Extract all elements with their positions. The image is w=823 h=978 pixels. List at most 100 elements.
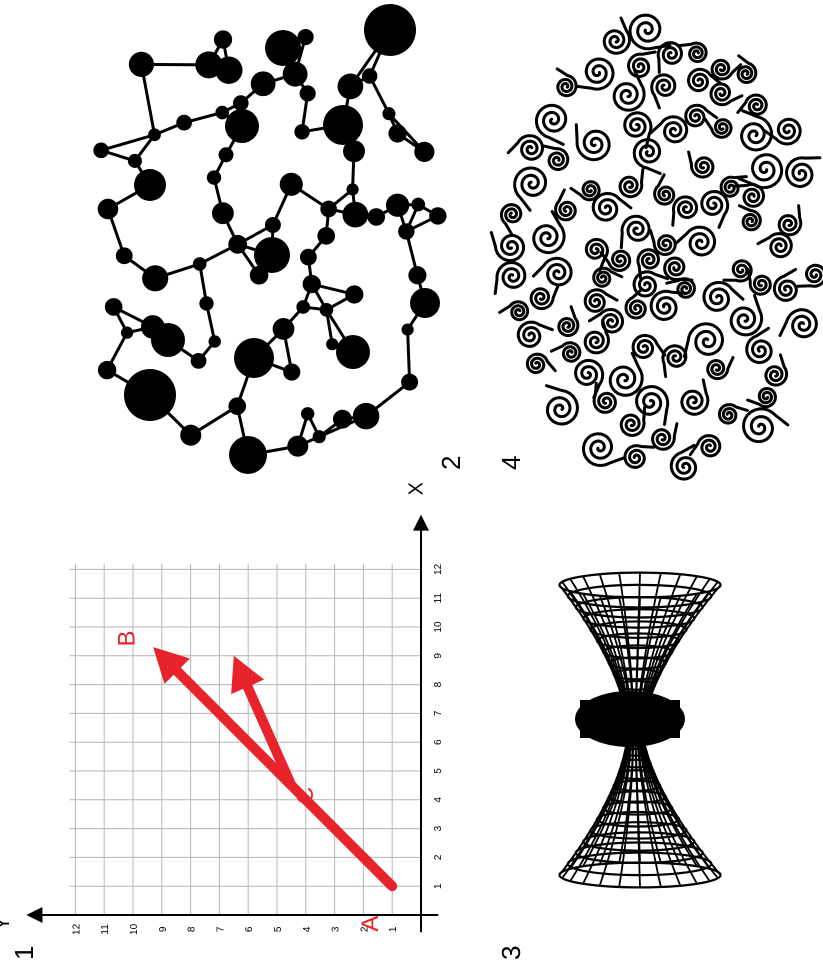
y-axis-label: Y (0, 917, 14, 930)
atom-34 (294, 124, 309, 139)
spiral-69 (665, 258, 692, 280)
atom-15 (209, 335, 221, 347)
spiral-14 (515, 168, 546, 210)
atom-60 (195, 51, 222, 78)
atom-21 (408, 266, 426, 284)
hyperboloid-waist-core (575, 691, 685, 747)
x-tick-label-7: 7 (433, 710, 444, 716)
atom-62 (401, 374, 418, 391)
spiral-23 (653, 424, 677, 450)
spiral-19 (491, 233, 523, 261)
atom-9 (134, 169, 166, 201)
spiral-27 (704, 282, 743, 310)
ring-hidden-21 (636, 889, 699, 891)
spiral-22 (610, 353, 642, 395)
point-label-B: B (113, 631, 140, 647)
atom-18 (303, 275, 321, 293)
x-axis-label: X (405, 482, 427, 495)
x-tick-label-2: 2 (433, 854, 444, 860)
spiral-76 (551, 343, 580, 361)
ring-hidden-13 (661, 745, 674, 747)
spiral-41 (604, 18, 629, 53)
atom-61 (148, 128, 161, 141)
spiral-36 (655, 175, 674, 204)
ring-hidden-24 (626, 943, 710, 945)
spiral-5 (633, 335, 665, 357)
ring-hidden-3 (636, 565, 699, 567)
ring-hidden-0 (626, 511, 710, 513)
atom-12 (176, 115, 192, 131)
atom-75 (382, 107, 395, 120)
spiral-71 (501, 205, 520, 235)
hyperboloid-wireframe-icon (559, 511, 720, 945)
spiral-90 (531, 286, 558, 309)
spiral-29 (744, 409, 788, 442)
atom-65 (180, 425, 201, 446)
atom-44 (250, 266, 269, 285)
y-tick-label-9: 9 (158, 926, 169, 932)
atom-53 (212, 202, 234, 224)
spiral-9 (500, 302, 528, 320)
spiral-17 (748, 389, 776, 407)
spiral-6 (620, 170, 643, 197)
spiral-60 (543, 146, 568, 170)
atom-66 (214, 30, 232, 48)
panel-label-2: 2 (436, 456, 466, 470)
point-label-C: C (292, 787, 319, 804)
spiral-3 (576, 125, 609, 160)
spiral-91 (590, 310, 623, 333)
x-tick-label-3: 3 (433, 825, 444, 831)
spiral-7 (621, 216, 649, 247)
spiral-39 (689, 152, 713, 177)
panel-label-1: 1 (9, 946, 39, 960)
atom-2 (364, 4, 416, 56)
spiral-53 (673, 197, 697, 225)
x-axis-arrowhead (413, 515, 429, 531)
spiral-12 (758, 234, 791, 257)
spiral-86 (689, 69, 721, 90)
atom-19 (207, 170, 221, 184)
molecule-network-icon (93, 4, 446, 474)
ring-hidden-1 (630, 529, 707, 531)
atom-41 (386, 194, 409, 217)
spiral-49 (537, 105, 566, 144)
spiral-52 (739, 155, 782, 188)
atom-40 (342, 202, 368, 228)
spiral-33 (787, 158, 820, 187)
atom-77 (105, 298, 123, 316)
atom-74 (367, 208, 385, 226)
y-tick-label-4: 4 (302, 926, 313, 932)
atom-52 (429, 207, 446, 224)
ring-hidden-14 (659, 763, 677, 765)
bond-41 (101, 135, 154, 151)
atom-3 (265, 30, 301, 66)
spiral-40 (740, 206, 761, 230)
spiral-88 (585, 320, 608, 353)
ring-hidden-10 (659, 691, 677, 693)
atom-57 (228, 397, 246, 415)
spiral-79 (629, 52, 656, 77)
y-tick-label-7: 7 (215, 926, 226, 932)
y-axis-arrowhead (26, 907, 42, 923)
y-tick-label-8: 8 (187, 926, 198, 932)
atom-76 (414, 142, 434, 162)
ring-hidden-22 (633, 907, 703, 909)
spiral-54 (518, 322, 552, 346)
spiral-57 (626, 289, 645, 318)
atom-25 (193, 257, 207, 271)
atom-67 (298, 29, 314, 45)
atom-5 (225, 109, 259, 143)
spiral-64 (712, 60, 741, 79)
spiral-48 (547, 386, 578, 424)
atom-51 (141, 315, 165, 339)
x-tick-label-5: 5 (433, 768, 444, 774)
atom-6 (234, 338, 274, 378)
spiral-42 (731, 296, 762, 335)
spiral-65 (738, 56, 756, 83)
y-tick-label-5: 5 (273, 926, 284, 932)
atom-26 (398, 223, 414, 239)
spiral-30 (571, 182, 599, 200)
atom-55 (129, 52, 154, 77)
